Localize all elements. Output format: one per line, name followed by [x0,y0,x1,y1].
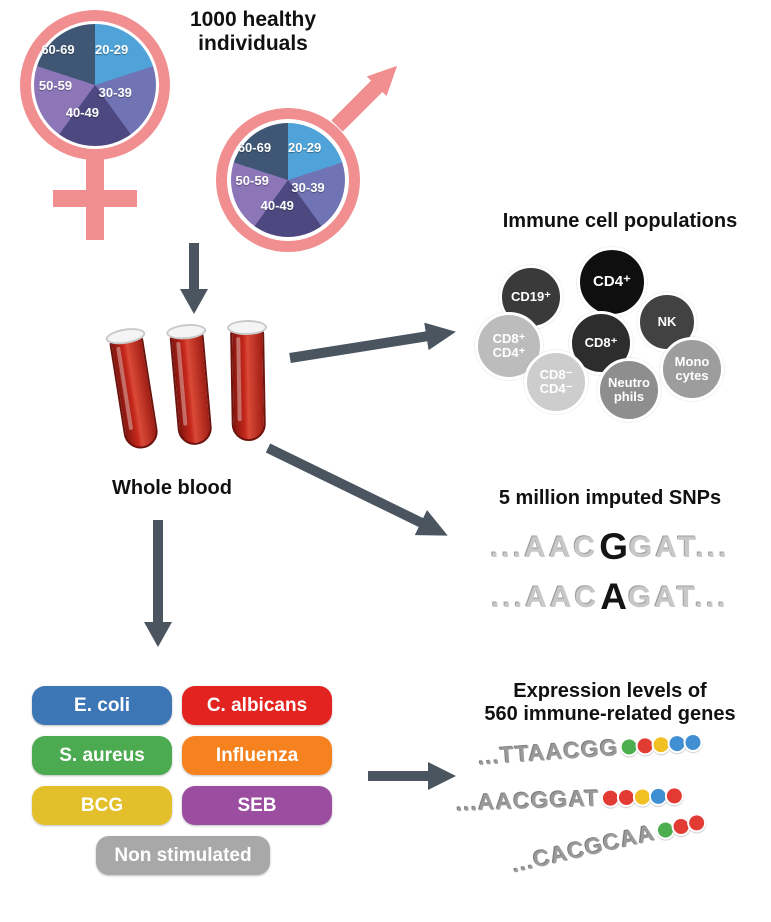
expression-row: ...AACGGAT [456,782,685,817]
arrow-head [428,762,456,790]
stimuli-panel: E. coli C. albicans S. aureus Influenza … [30,686,370,886]
arrow-shaft [289,331,430,363]
age-label-50-59: 50-59 [235,173,269,189]
snp-seq-suffix: GAT... [627,580,729,614]
arrow-shaft [189,243,199,291]
age-label-20-29: 20-29 [95,42,129,58]
expression-sequence: ...TTAACGG [477,734,620,770]
test-tube [165,322,217,449]
age-label-40-49: 40-49 [65,104,99,120]
test-tube-blood [230,328,267,442]
arrow-blood-to-snps [262,435,454,548]
age-label-60-69: 60-69 [41,42,75,58]
expression-dot [664,786,684,806]
expression-row: ...TTAACGG [477,728,704,771]
stimulus-pill-seb: SEB [182,786,332,825]
stimulus-pill-e-coli: E. coli [32,686,172,725]
age-label-40-49: 40-49 [260,198,294,214]
cell-circle-cd4pos: CD4⁺ [577,247,647,317]
female-symbol: 20-29 30-39 40-49 50-59 60-69 [20,10,180,250]
test-tube [226,319,269,445]
female-age-pie-chart: 20-29 30-39 40-49 50-59 60-69 [34,24,156,146]
expression-row: ...CACGCAA [509,808,709,879]
male-symbol: 20-29 30-39 40-49 50-59 60-69 [216,106,426,266]
test-tube [104,325,164,455]
male-age-pie-chart: 20-29 30-39 40-49 50-59 60-69 [231,123,345,237]
age-label-30-39: 30-39 [98,85,132,100]
male-symbol-arrow [327,56,407,136]
snp-seq-prefix: ...AAC [490,531,599,564]
age-label-60-69: 60-69 [237,140,272,156]
immune-cells-title: Immune cell populations [502,210,738,232]
arrow-head [144,622,172,647]
stimulus-pill-bcg: BCG [32,786,172,825]
female-symbol-circle: 20-29 30-39 40-49 50-59 60-69 [20,10,170,160]
blood-tubes [104,319,282,468]
whole-blood-label: Whole blood [112,477,232,499]
expression-sequence: ...CACGCAA [508,819,658,878]
age-label-30-39: 30-39 [291,180,325,195]
cell-circle-neutrophils: Neutro phils [597,358,661,422]
male-symbol-circle: 20-29 30-39 40-49 50-59 60-69 [216,108,360,252]
cell-circle-monocytes: Mono cytes [660,337,724,401]
snp-sequences: ...AACGGAT... ...AACAGAT... [455,522,765,622]
arrow-shaft [265,443,425,528]
snp-sequence-reference: ...AACGGAT... [455,522,765,572]
stimulus-pill-influenza: Influenza [182,736,332,775]
age-label-50-59: 50-59 [38,77,73,93]
arrow-head [424,318,458,350]
cohort-title: 1000 healthy individuals [189,8,317,56]
arrow-blood-to-cells [288,318,458,372]
snp-seq-prefix: ...AAC [491,580,600,614]
age-label-20-29: 20-29 [288,140,322,156]
snp-variant-allele-a: A [600,575,627,617]
snp-sequence-alternate: ...AACAGAT... [455,572,765,622]
stimulus-pill-s-aureus: S. aureus [32,736,172,775]
expression-sequence: ...AACGGAT [455,784,601,816]
female-symbol-crossbar [53,190,137,207]
stimulus-pill-non-stimulated: Non stimulated [96,836,270,875]
arrow-shaft [368,771,430,781]
stimulus-pill-c-albicans: C. albicans [182,686,332,725]
snp-seq-suffix: GAT... [629,531,730,564]
test-tube-blood [108,334,161,451]
arrow-stimuli-to-expression [368,762,456,790]
expression-title: Expression levels of 560 immune-related … [484,680,736,725]
arrow-blood-to-stimuli [144,520,172,648]
test-tube-blood [169,331,214,447]
arrow-shaft [153,520,163,624]
cell-circle-cd8neg-cd4neg: CD8⁻ CD4⁻ [524,350,588,414]
snp-variant-allele-g: G [599,526,628,567]
snps-title: 5 million imputed SNPs [498,487,722,509]
arrow-cohort-to-blood [180,243,208,315]
expression-dot [683,732,704,753]
arrow-head [180,289,208,314]
arrow-head [415,510,454,548]
